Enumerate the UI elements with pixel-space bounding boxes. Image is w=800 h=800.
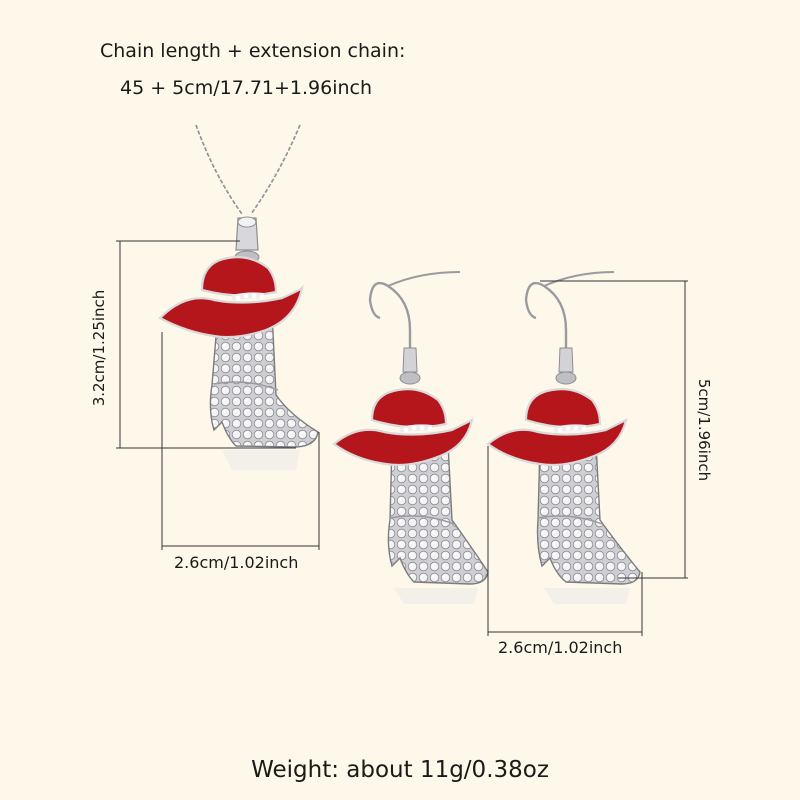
necklace-chain: [195, 124, 301, 215]
chain-length-value: 45 + 5cm/17.71+1.96inch: [120, 77, 373, 99]
pendant-width-label: 2.6cm/1.02inch: [174, 553, 299, 572]
pendant-width-dimension-line: [161, 332, 320, 550]
earring-right: [486, 271, 641, 604]
earring-left: [332, 271, 489, 604]
earring-width-label: 2.6cm/1.02inch: [498, 638, 623, 657]
pendant-height-label: 3.2cm/1.25inch: [90, 289, 108, 407]
pendant-boot-charm: [158, 216, 319, 470]
earring-height-label: 5cm/1.96inch: [695, 378, 713, 482]
chain-length-title: Chain length + extension chain:: [100, 40, 406, 62]
earring-width-dimension-line: [487, 446, 643, 636]
weight-label: Weight: about 11g/0.38oz: [251, 757, 549, 783]
earring-height-dimension-line: [540, 280, 688, 579]
pendant-height-dimension-line: [116, 240, 296, 449]
